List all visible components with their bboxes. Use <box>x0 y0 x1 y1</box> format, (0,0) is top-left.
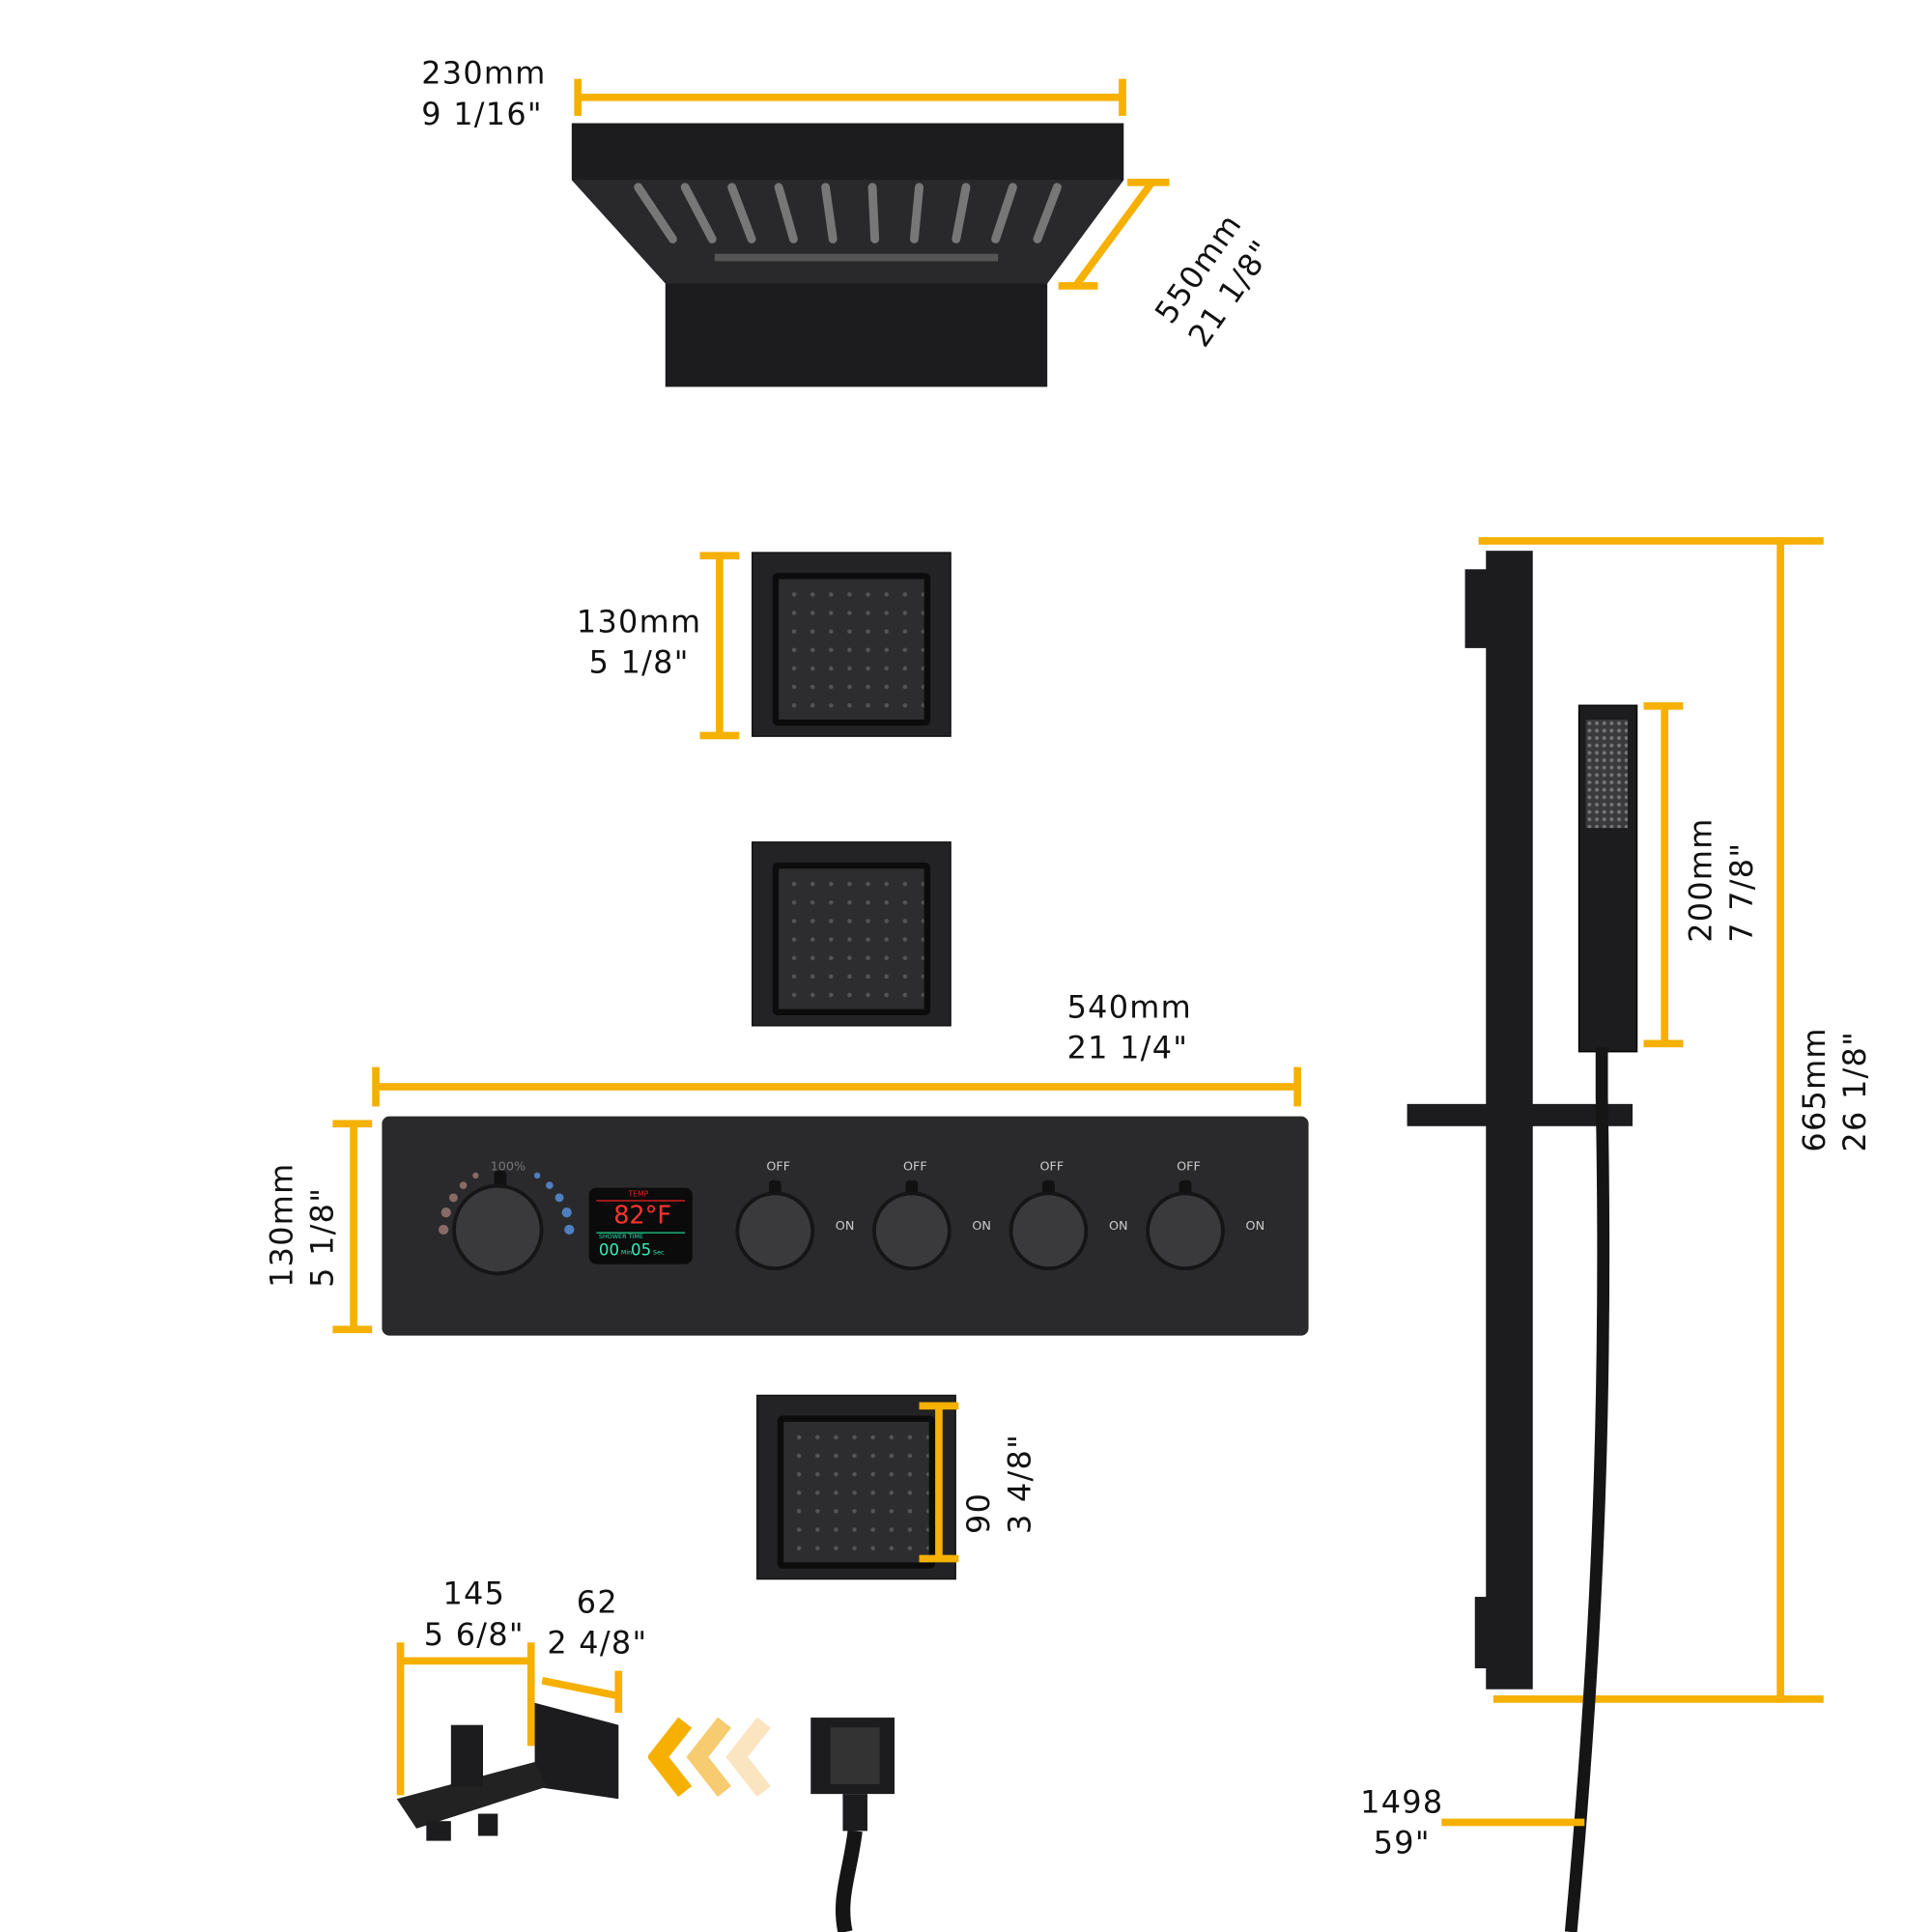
on-label: ON <box>972 1219 991 1234</box>
dim-line-bar-height <box>1776 537 1784 1703</box>
body-jet <box>752 841 952 1027</box>
dim-line-jet-height <box>716 552 724 737</box>
shower-holder[interactable] <box>1406 1103 1634 1126</box>
dim-tick <box>919 1402 959 1410</box>
dim-tick <box>332 1120 373 1128</box>
bar-bracket-bottom <box>1474 1597 1497 1669</box>
time-label: SHOWER TIME <box>598 1233 643 1241</box>
control-panel: 100% TEMP 82°F SHOWER TIME 00 Min 05 Sec… <box>382 1116 1309 1336</box>
off-label: OFF <box>1039 1160 1065 1175</box>
dim-tick <box>332 1325 373 1334</box>
dim-tick <box>699 552 740 560</box>
dim-tick <box>1643 702 1684 710</box>
body-jet <box>752 552 952 737</box>
dim-tick <box>574 78 582 116</box>
off-label: OFF <box>902 1160 927 1175</box>
dim-line-spout-length <box>399 1657 533 1665</box>
rain-shower-icon[interactable] <box>739 1195 811 1267</box>
dim-tick <box>699 731 740 740</box>
dim-tick <box>1293 1066 1301 1107</box>
temperature-scale <box>439 1172 575 1236</box>
rain-shower-head <box>571 123 1124 387</box>
temperature-knob[interactable] <box>455 1187 540 1272</box>
dim-line-hand-shower <box>1661 704 1669 1045</box>
minutes: 00 <box>598 1241 619 1261</box>
temperature-readout: 82°F <box>613 1200 672 1230</box>
hand-shower-nozzles <box>1585 719 1628 829</box>
dim-line-panel-height <box>350 1121 357 1331</box>
bar-bracket-top <box>1464 569 1488 648</box>
tub-spout <box>396 1702 619 1841</box>
body-jet-icon[interactable] <box>1012 1195 1085 1267</box>
on-label: ON <box>835 1219 855 1234</box>
dim-line-panel-width <box>374 1083 1299 1091</box>
off-label: OFF <box>1177 1160 1201 1175</box>
on-label: ON <box>1245 1219 1265 1234</box>
dim-line-rain-depth <box>1058 178 1170 290</box>
dim-tick <box>919 1554 959 1563</box>
min-unit: Min <box>620 1249 633 1258</box>
arrow-chevrons-icon <box>647 1717 771 1798</box>
on-label: ON <box>1108 1219 1128 1234</box>
shower-hose <box>1564 1047 1610 1932</box>
tub-spout-icon[interactable] <box>1150 1195 1222 1267</box>
sec-unit: Sec <box>653 1249 665 1258</box>
dim-line-spout-depth <box>541 1670 623 1713</box>
dim-tick <box>372 1066 380 1107</box>
hand-shower-icon[interactable] <box>875 1195 948 1267</box>
wall-outlet-elbow <box>810 1718 895 1932</box>
off-label: OFF <box>766 1160 791 1175</box>
dim-line-rain-width <box>576 93 1124 101</box>
dim-tick <box>526 1642 535 1747</box>
temp-label: TEMP <box>628 1190 649 1200</box>
dim-line-bar-top <box>1478 537 1824 545</box>
dim-tick <box>1643 1039 1684 1048</box>
digital-display: TEMP 82°F SHOWER TIME 00 Min 05 Sec <box>588 1187 693 1264</box>
knob-stem <box>494 1170 507 1191</box>
seconds: 05 <box>631 1241 652 1261</box>
dim-tick <box>1119 78 1126 116</box>
dim-tick <box>396 1642 405 1796</box>
dim-line-bar-bottom <box>1492 1695 1824 1703</box>
dim-line-hose <box>1441 1818 1585 1827</box>
body-jet <box>756 1394 956 1580</box>
dim-line-jet-small <box>935 1405 943 1560</box>
